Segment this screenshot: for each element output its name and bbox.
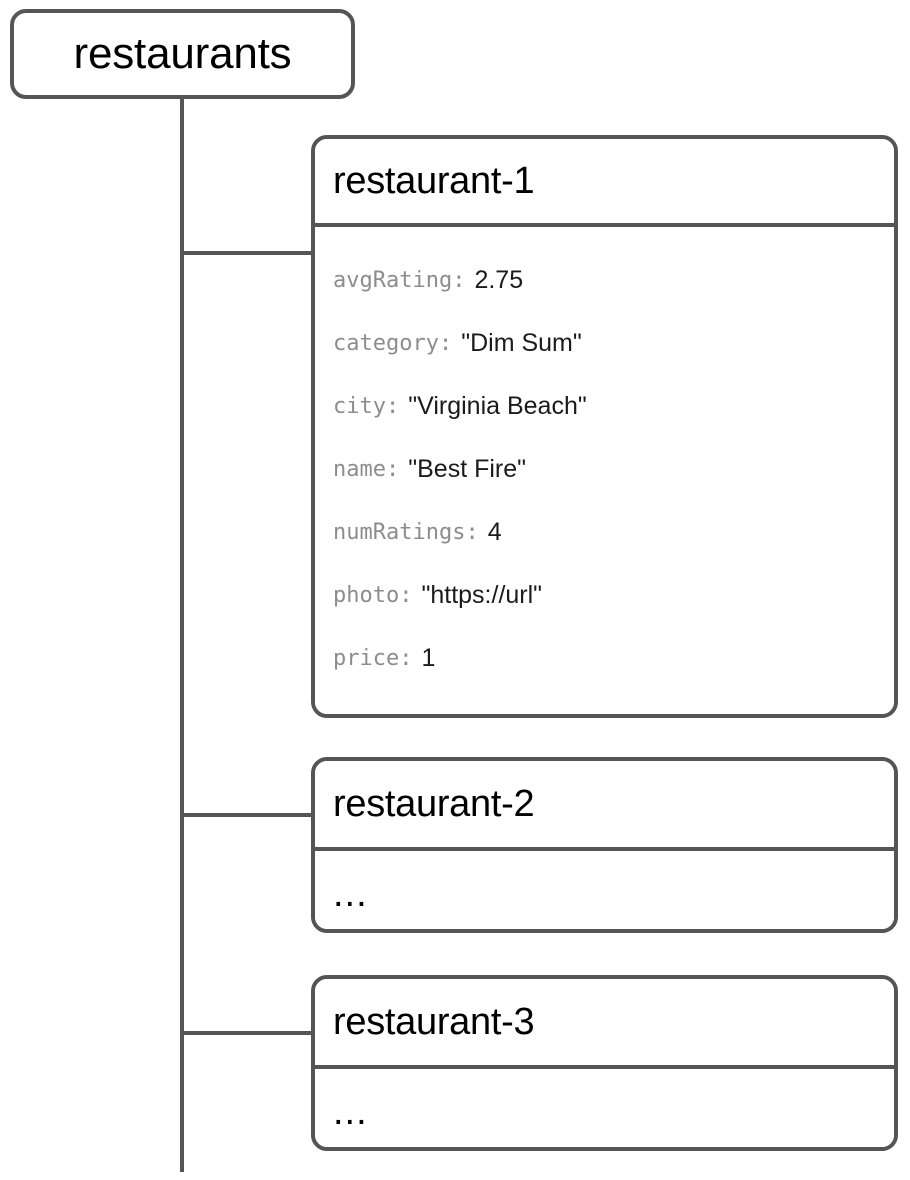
collection-node-label: restaurants <box>73 29 292 78</box>
field-row: category: "Dim Sum" <box>333 312 894 375</box>
document-card-header[interactable]: restaurant-1 <box>315 139 894 227</box>
document-card-title: restaurant-2 <box>333 783 535 825</box>
field-value-photo: "https://url" <box>421 581 543 609</box>
field-key-category: category: <box>333 330 453 356</box>
field-value-name: "Best Fire" <box>408 455 527 483</box>
field-value-avgrating: 2.75 <box>474 266 524 294</box>
field-key-avgrating: avgRating: <box>333 267 466 293</box>
document-card-header[interactable]: restaurant-3 <box>315 979 894 1069</box>
collection-node-restaurants[interactable]: restaurants <box>10 9 355 99</box>
document-card-restaurant-3[interactable]: restaurant-3 ... <box>311 975 898 1151</box>
field-key-name: name: <box>333 456 400 482</box>
document-card-restaurant-1[interactable]: restaurant-1 avgRating: 2.75 category: "… <box>311 135 898 718</box>
field-key-price: price: <box>333 645 413 671</box>
document-card-body: avgRating: 2.75 category: "Dim Sum" city… <box>315 227 894 714</box>
field-key-city: city: <box>333 393 400 419</box>
document-card-restaurant-2[interactable]: restaurant-2 ... <box>311 757 898 933</box>
document-card-header[interactable]: restaurant-2 <box>315 761 894 851</box>
field-value-city: "Virginia Beach" <box>408 392 587 420</box>
document-fields-placeholder: ... <box>333 1091 368 1133</box>
document-fields-placeholder: ... <box>333 873 368 915</box>
field-value-numratings: 4 <box>487 518 502 546</box>
field-row: numRatings: 4 <box>333 501 894 564</box>
field-row: name: "Best Fire" <box>333 438 894 501</box>
document-card-title: restaurant-1 <box>333 160 535 202</box>
document-card-title: restaurant-3 <box>333 1001 535 1043</box>
field-value-category: "Dim Sum" <box>461 329 582 357</box>
field-list: avgRating: 2.75 category: "Dim Sum" city… <box>333 249 894 690</box>
document-card-body: ... <box>315 851 894 929</box>
field-row: photo: "https://url" <box>333 564 894 627</box>
field-row: avgRating: 2.75 <box>333 249 894 312</box>
field-row: city: "Virginia Beach" <box>333 375 894 438</box>
field-key-numratings: numRatings: <box>333 519 479 545</box>
field-value-price: 1 <box>421 644 436 672</box>
field-key-photo: photo: <box>333 582 413 608</box>
document-card-body: ... <box>315 1069 894 1147</box>
field-row: price: 1 <box>333 627 894 690</box>
